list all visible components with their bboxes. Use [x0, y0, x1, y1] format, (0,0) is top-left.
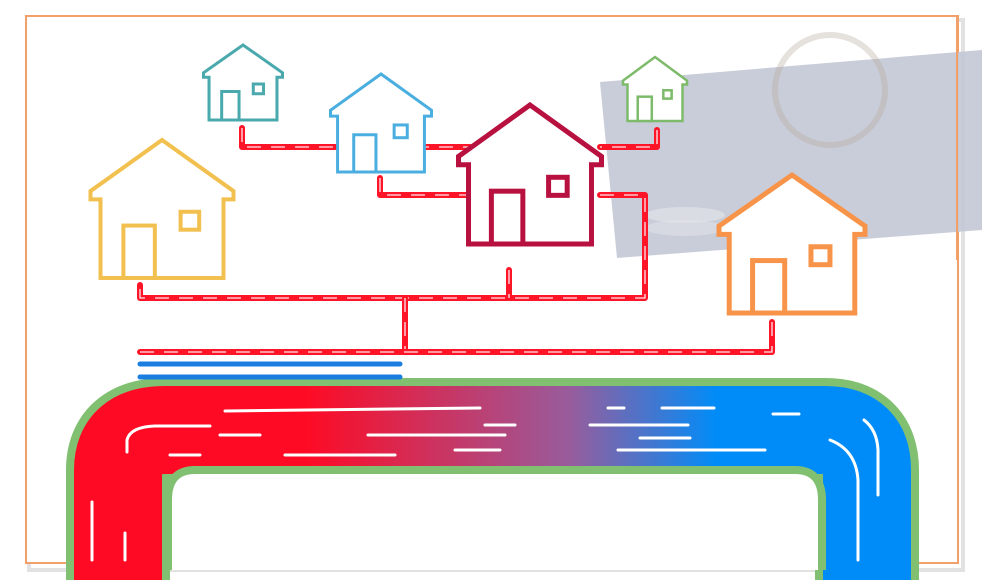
house-orange-icon [716, 171, 868, 316]
house-green-icon [621, 55, 689, 123]
background-photo [600, 16, 982, 260]
pipe-highlight [140, 322, 773, 353]
house-door [488, 188, 526, 247]
house-door [750, 258, 788, 316]
pipe-highlight [139, 194, 646, 299]
house-yellow-icon [88, 137, 236, 280]
house-window [546, 174, 570, 198]
house-door [636, 95, 654, 123]
house-window [178, 209, 202, 232]
houses [88, 43, 868, 316]
pipe-highlight [600, 130, 658, 148]
house-window [662, 89, 673, 100]
house-door [220, 90, 241, 122]
house-window [808, 244, 833, 268]
house-blue-icon [329, 72, 433, 174]
house-window [392, 123, 409, 140]
flow-lines [90, 406, 880, 562]
pipe-highlight [379, 178, 470, 196]
house-window [251, 82, 266, 96]
return-pipes [137, 361, 403, 380]
distribution-pipes [137, 125, 775, 355]
house-door [121, 223, 157, 280]
main-pipe-loop [66, 378, 919, 580]
house-crimson-icon [456, 101, 604, 247]
house-door [352, 133, 378, 174]
house-teal-icon [202, 43, 284, 122]
